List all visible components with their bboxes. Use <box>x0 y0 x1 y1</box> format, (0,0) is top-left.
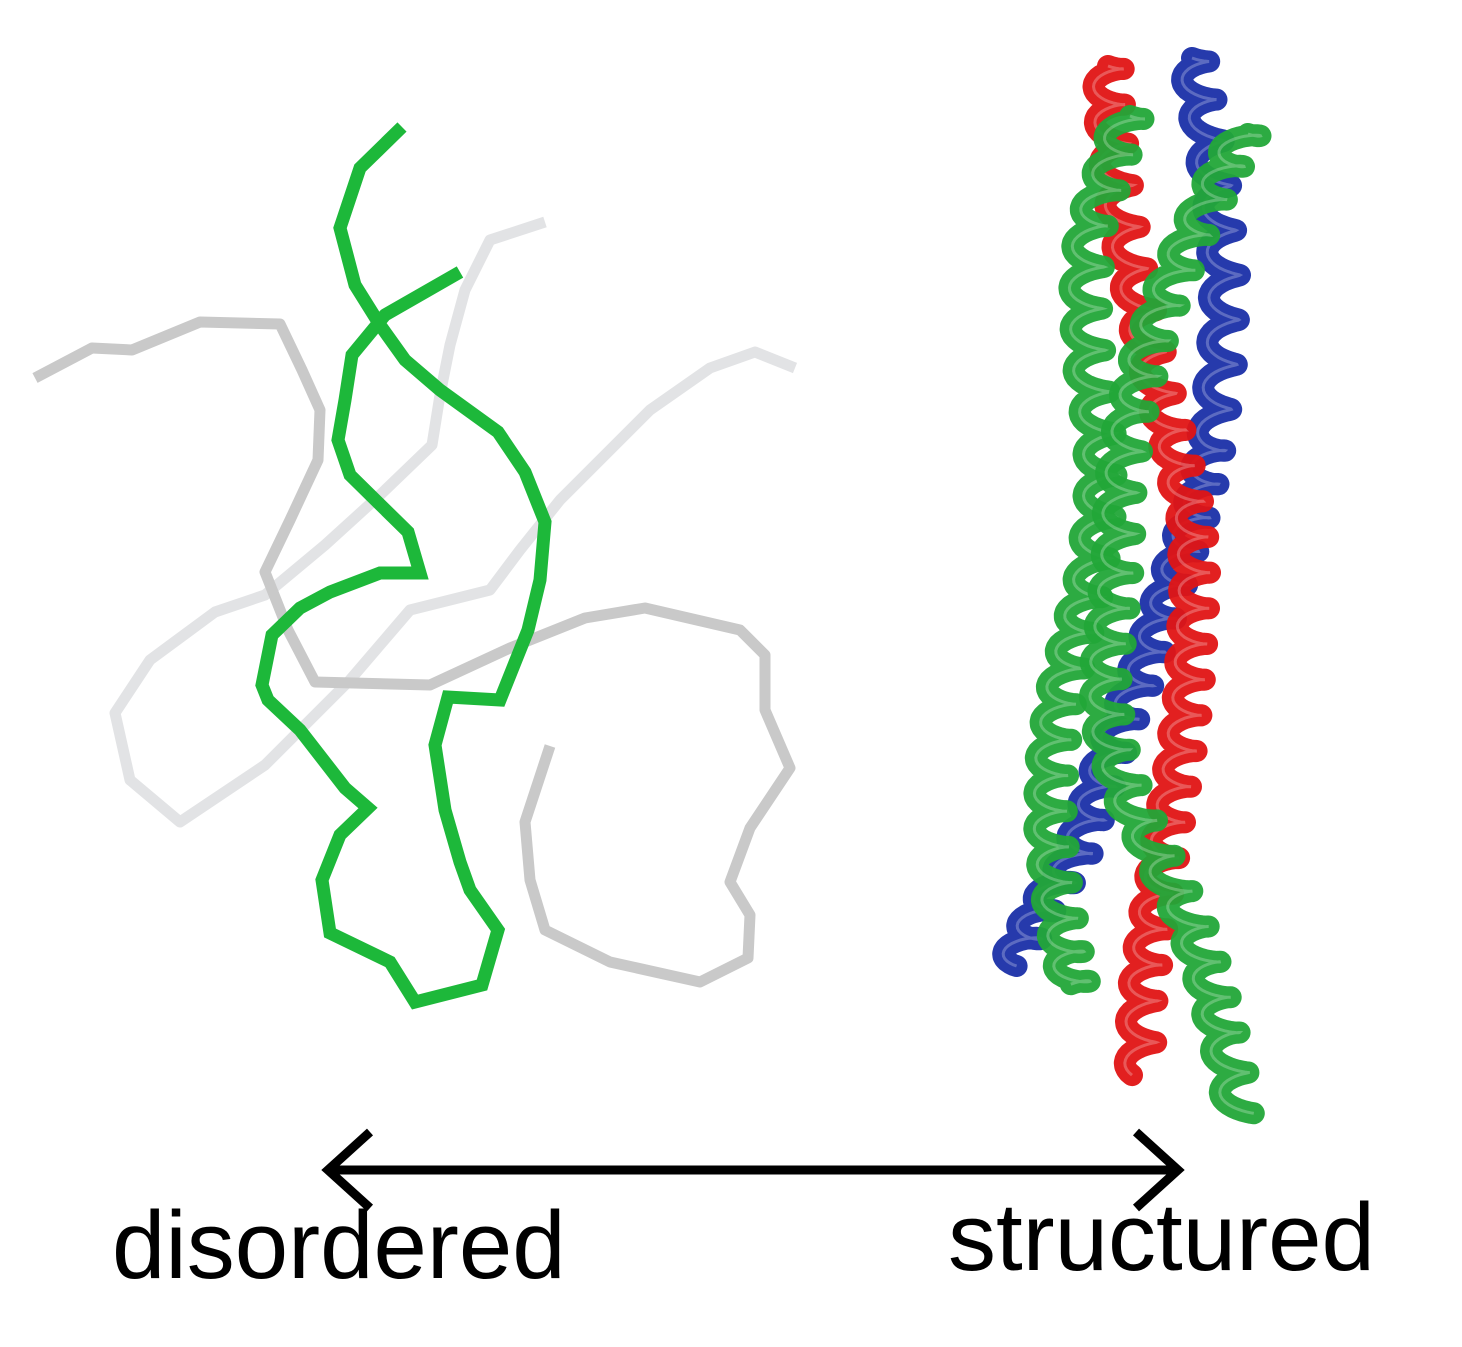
disordered-chain-green <box>255 122 552 1010</box>
arrow-head-right <box>1132 1128 1185 1212</box>
helix-green-1 <box>1023 105 1155 996</box>
spectrum-arrow <box>321 1128 1185 1212</box>
helix-green-2 <box>1078 123 1272 1125</box>
helix-green-1-highlight <box>1032 114 1145 986</box>
helix-green-2-highlight <box>1088 132 1263 1115</box>
disordered-ensemble <box>32 216 798 988</box>
helix-green-2-ribbon <box>1078 123 1272 1125</box>
label-disordered: disordered <box>112 1192 566 1299</box>
helix-green-1-ribbon <box>1023 105 1155 996</box>
structured-helix-bundle <box>992 47 1272 1125</box>
label-structured: structured <box>948 1184 1375 1291</box>
disordered-chain-light-gray <box>109 216 798 828</box>
disordered-chain-gray-1 <box>32 316 796 988</box>
arrow-head-left <box>321 1128 374 1212</box>
